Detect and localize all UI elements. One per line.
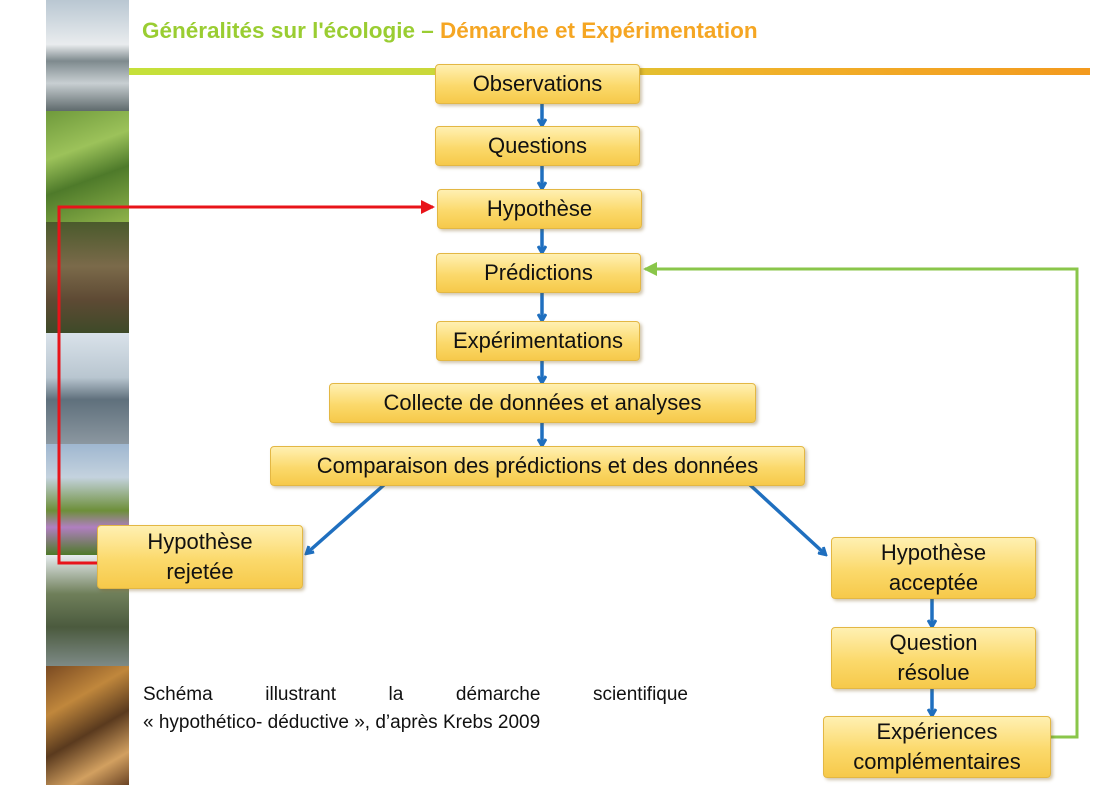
arrow-comparaison-to-rejetee (307, 482, 387, 553)
arrow-comparaison-to-acceptee (747, 482, 825, 554)
box-rejetee-line1: Hypothèse (147, 529, 253, 554)
box-resolue-line1: Question (889, 630, 978, 655)
box-collecte: Collecte de données et analyses (329, 383, 756, 423)
page-title: Généralités sur l'écologie – Démarche et… (142, 18, 758, 44)
title-part-method: Démarche et Expérimentation (439, 18, 758, 43)
photo-orchid-meadow (46, 111, 129, 222)
box-comparaison: Comparaison des prédictions et des donné… (270, 446, 805, 486)
box-acceptee-line1: Hypothèse (880, 540, 987, 565)
photo-dead-leaves (46, 666, 129, 785)
box-resolue-line2: résolue (897, 660, 970, 685)
title-part-general: Généralités sur l'écologie – (142, 18, 440, 43)
box-hypothese-rejetee: Hypothèse rejetée (97, 525, 303, 589)
box-questions: Questions (435, 126, 640, 166)
caption-word: Schéma (143, 684, 213, 705)
caption-line-1: Schéma illustrant la démarche scientifiq… (143, 681, 688, 709)
box-question-resolue: Question résolue (831, 627, 1036, 689)
photo-cliffs-coast (46, 0, 129, 111)
figure-caption: Schéma illustrant la démarche scientifiq… (143, 681, 688, 737)
loop-rejetee-to-hypothese (57, 200, 435, 565)
box-experimentations: Expérimentations (436, 321, 640, 361)
box-complementaires-line1: Expériences (876, 719, 998, 744)
box-observations: Observations (435, 64, 640, 104)
box-hypothese-acceptee: Hypothèse acceptée (831, 537, 1036, 599)
loop-complementaires-to-predictions (643, 262, 1079, 739)
box-hypothese: Hypothèse (437, 189, 642, 229)
caption-word: la (388, 684, 404, 705)
caption-word: scientifique (592, 684, 688, 705)
box-acceptee-line2: acceptée (888, 570, 979, 595)
box-predictions: Prédictions (436, 253, 641, 293)
caption-line-2: « hypothético- déductive », d’après Kreb… (143, 712, 541, 733)
box-rejetee-line2: rejetée (166, 559, 234, 584)
caption-word: illustrant (265, 684, 336, 705)
box-experiences-complementaires: Expériences complémentaires (823, 716, 1051, 778)
caption-word: démarche (455, 684, 541, 705)
box-complementaires-line2: complémentaires (853, 749, 1021, 774)
